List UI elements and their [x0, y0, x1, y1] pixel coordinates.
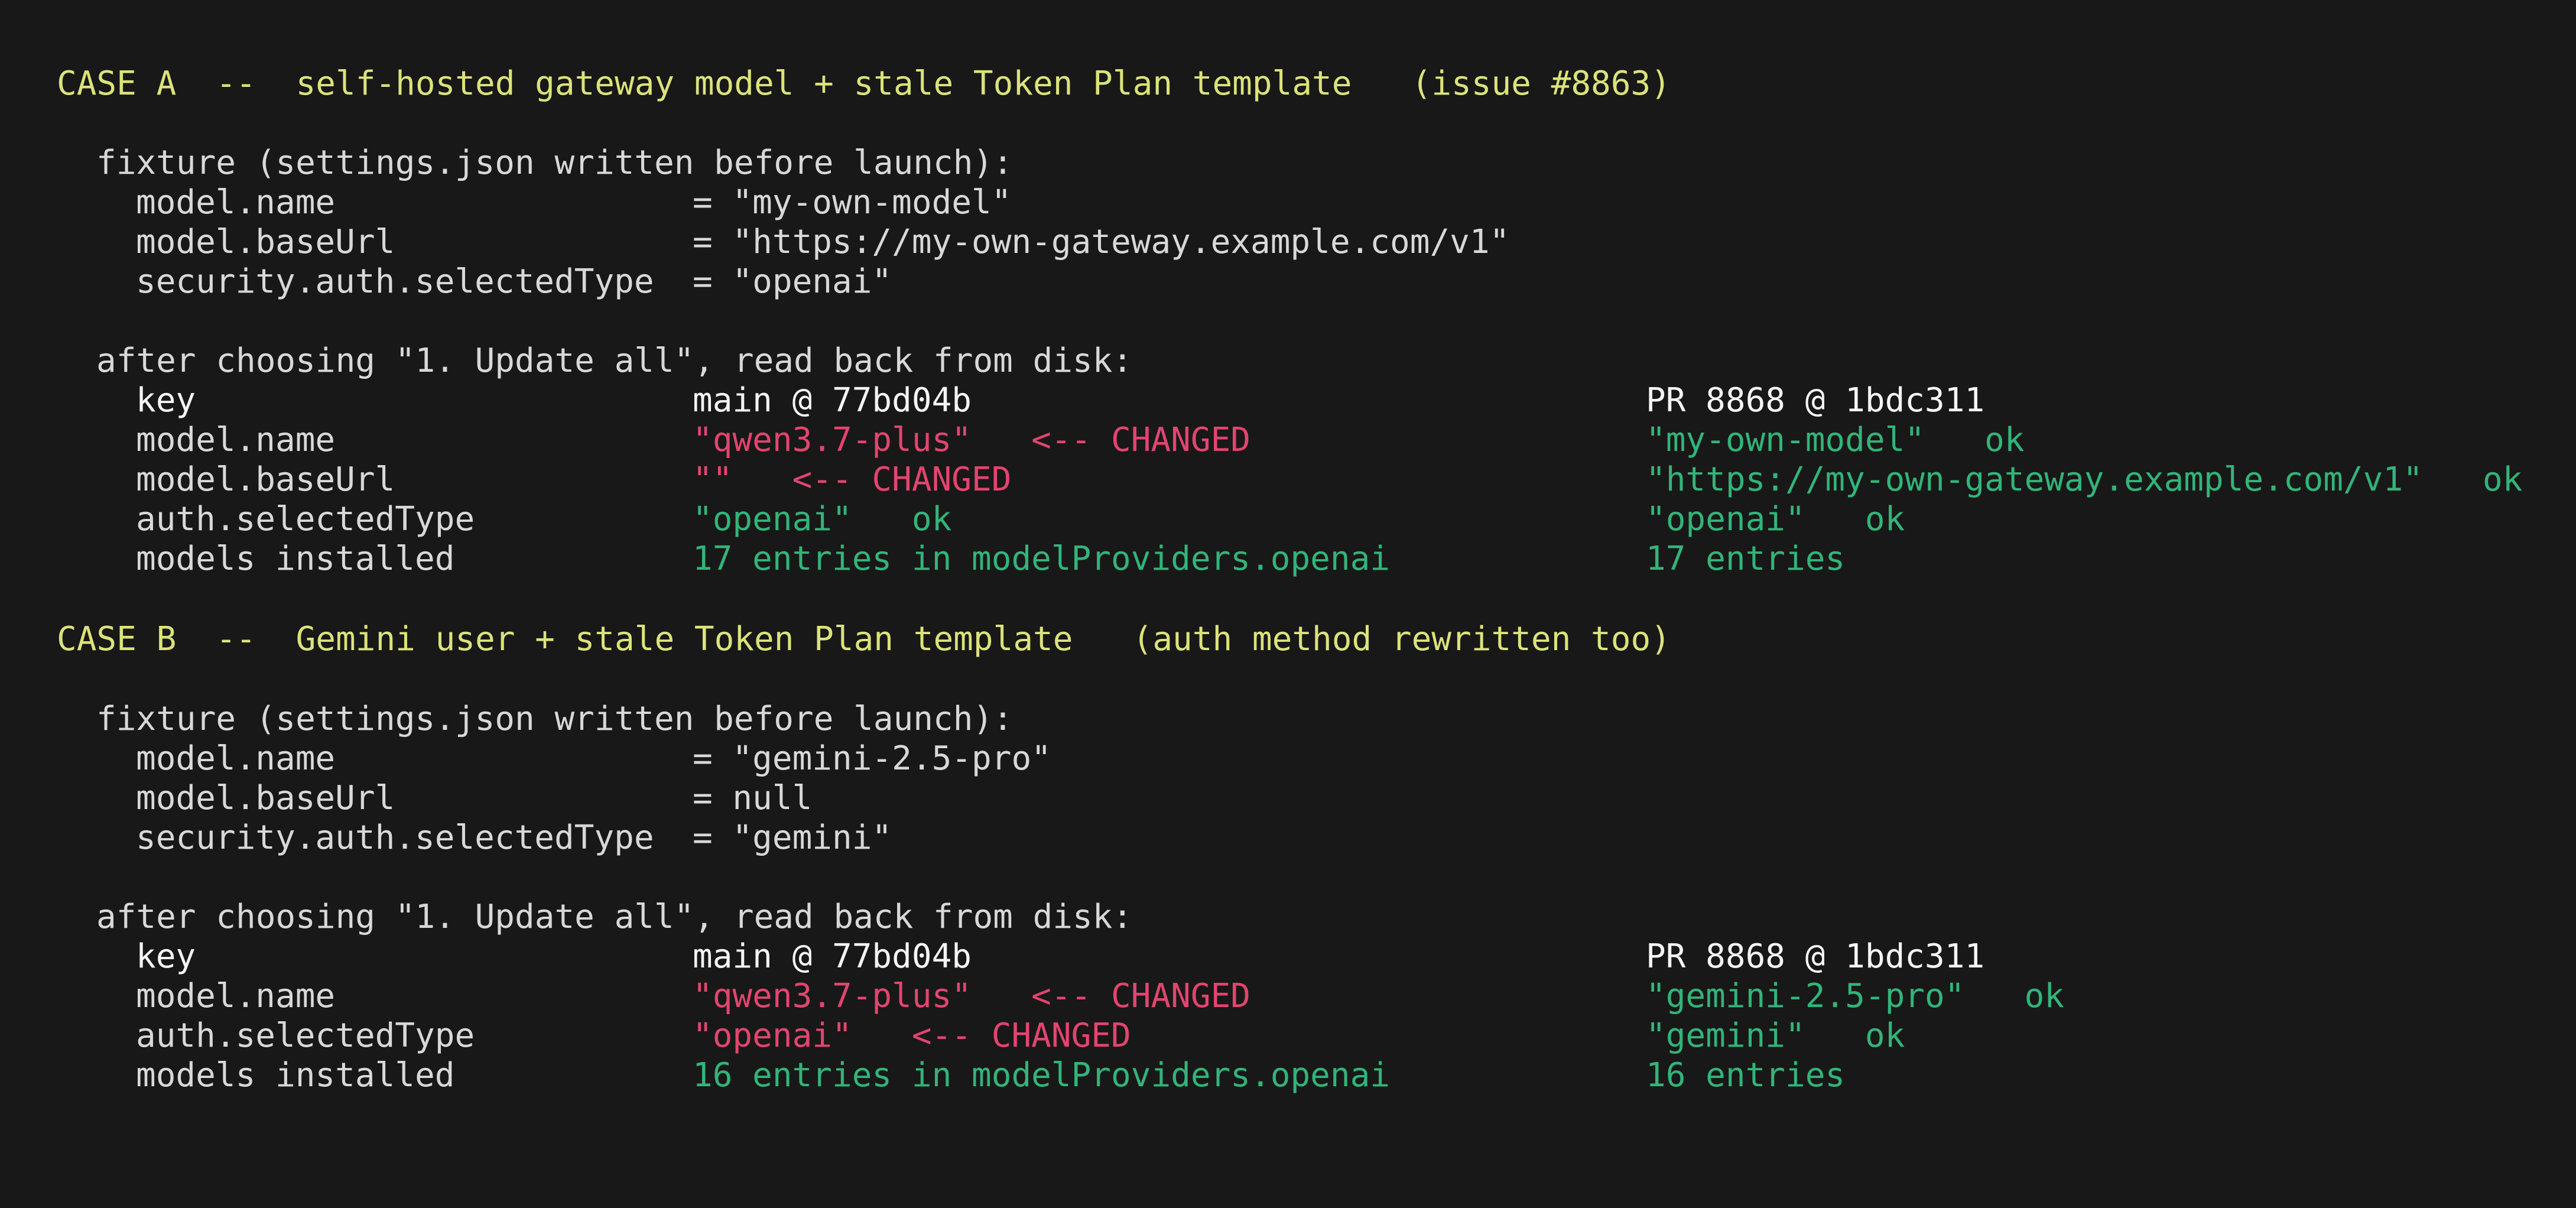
case-b-fixture-value-base-url: = null	[693, 779, 813, 817]
case-a-fixture-value-base-url: = "https://my-own-gateway.example.com/v1…	[693, 223, 1510, 261]
case-b-header-key: key	[136, 937, 196, 976]
case-a-row-pr-ok: "https://my-own-gateway.example.com/v1" …	[1646, 460, 2523, 499]
case-b-row-main-changed: "qwen3.7-plus" <-- CHANGED	[693, 977, 1251, 1015]
case-a-fixture-key-base-url: model.baseUrl	[136, 223, 395, 261]
case-b-row-main-changed: "openai" <-- CHANGED	[693, 1017, 1131, 1055]
case-b-header-pr: PR 8868 @ 1bdc311	[1646, 937, 1985, 976]
case-b-row-main-count: 16 entries in modelProviders.openai	[693, 1056, 1391, 1095]
case-a-row-main-changed: "" <-- CHANGED	[693, 460, 1012, 499]
case-b-fixture-value-auth-type: = "gemini"	[693, 819, 892, 857]
case-a-row-pr-ok: "my-own-model" ok	[1646, 421, 2025, 459]
case-b-header-main: main @ 77bd04b	[693, 937, 972, 976]
case-b-fixture-key-model-name: model.name	[136, 739, 336, 778]
case-b-after-label: after choosing "1. Update all", read bac…	[96, 898, 1133, 936]
case-a-header-key: key	[136, 381, 196, 420]
case-a-fixture-value-auth-type: = "openai"	[693, 262, 892, 301]
case-a-after-label: after choosing "1. Update all", read bac…	[96, 342, 1133, 380]
case-a-row-key: auth.selectedType	[136, 500, 475, 538]
case-a-row-main-ok: "openai" ok	[693, 500, 952, 538]
case-a-header-pr: PR 8868 @ 1bdc311	[1646, 381, 1985, 420]
case-a-row-pr-count: 17 entries	[1646, 540, 1846, 578]
case-a-header-main: main @ 77bd04b	[693, 381, 972, 420]
case-a-row-key: model.baseUrl	[136, 460, 395, 499]
case-b-row-pr-ok: "gemini-2.5-pro" ok	[1646, 977, 2065, 1015]
case-a-fixture-key-model-name: model.name	[136, 183, 336, 222]
case-b-row-key: models installed	[136, 1056, 455, 1095]
case-b-fixture-key-base-url: model.baseUrl	[136, 779, 395, 817]
case-b-fixture-label: fixture (settings.json written before la…	[96, 700, 1013, 738]
case-b-row-pr-ok: "gemini" ok	[1646, 1017, 1905, 1055]
case-a-row-key: model.name	[136, 421, 336, 459]
case-a-row-main-changed: "qwen3.7-plus" <-- CHANGED	[693, 421, 1251, 459]
case-a-row-key: models installed	[136, 540, 455, 578]
case-b-row-key: model.name	[136, 977, 336, 1015]
case-b-title: CASE B -- Gemini user + stale Token Plan…	[57, 620, 1671, 658]
case-b-row-pr-count: 16 entries	[1646, 1056, 1846, 1095]
case-a-fixture-value-model-name: = "my-own-model"	[693, 183, 1012, 222]
case-b-fixture-value-model-name: = "gemini-2.5-pro"	[693, 739, 1051, 778]
case-b-fixture-key-auth-type: security.auth.selectedType	[136, 819, 654, 857]
case-a-title: CASE A -- self-hosted gateway model + st…	[57, 64, 1671, 103]
case-b-row-key: auth.selectedType	[136, 1017, 475, 1055]
case-a-fixture-label: fixture (settings.json written before la…	[96, 144, 1013, 182]
case-a-fixture-key-auth-type: security.auth.selectedType	[136, 262, 654, 301]
case-a-row-main-count: 17 entries in modelProviders.openai	[693, 540, 1391, 578]
case-a-row-pr-ok: "openai" ok	[1646, 500, 1905, 538]
